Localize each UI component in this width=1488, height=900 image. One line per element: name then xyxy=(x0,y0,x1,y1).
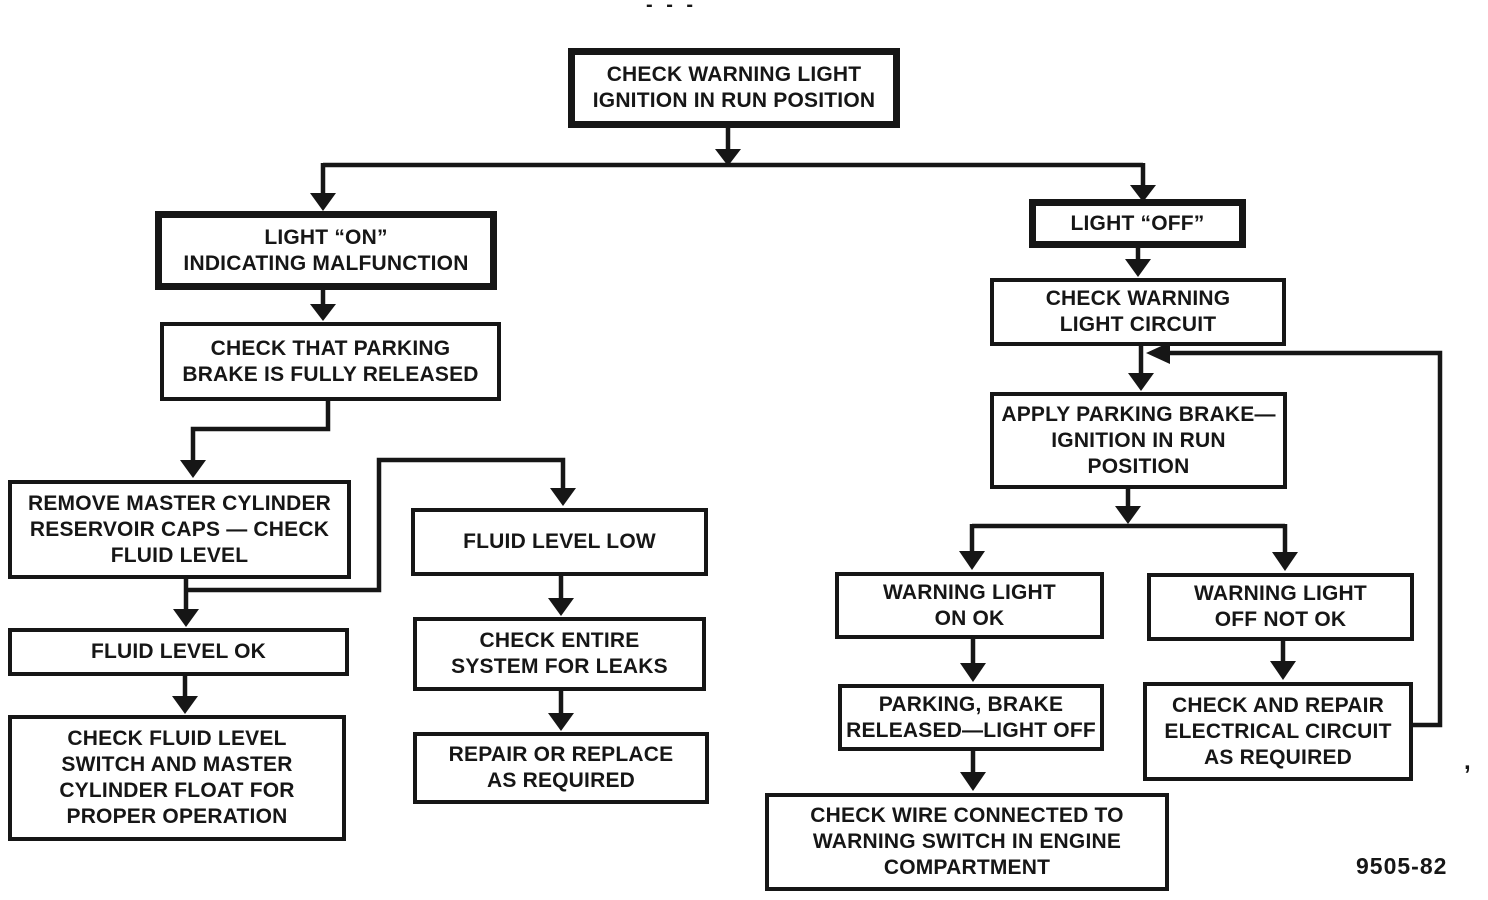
arrowhead-repair-replace xyxy=(548,713,574,731)
node-light-off: LIGHT “OFF” xyxy=(1029,199,1246,248)
node-text-line: WARNING LIGHT xyxy=(883,580,1056,604)
node-text-line: CYLINDER FLOAT FOR xyxy=(59,779,295,802)
arrowhead-apply-brake xyxy=(1128,373,1154,391)
node-text-line: PARKING, BRAKE xyxy=(878,692,1064,716)
node-text-line: IGNITION IN RUN POSITION xyxy=(592,89,876,112)
node-check-parking-brake: CHECK THAT PARKING BRAKE IS FULLY RELEAS… xyxy=(160,322,501,401)
node-text-line: CHECK ENTIRE xyxy=(479,629,640,652)
node-text-line: ELECTRICAL CIRCUIT xyxy=(1164,719,1392,743)
node-text-line: COMPARTMENT xyxy=(883,856,1051,879)
node-text-line: SWITCH AND MASTER xyxy=(61,753,293,776)
scan-artifact-dashes: - - - xyxy=(646,0,698,16)
node-check-repair-electrical: CHECK AND REPAIR ELECTRICAL CIRCUIT AS R… xyxy=(1143,682,1413,781)
node-text-line: PROPER OPERATION xyxy=(66,805,288,828)
arrowhead-warning-off-not-ok xyxy=(1272,552,1298,571)
node-text-line: REPAIR OR REPLACE xyxy=(448,743,674,766)
connector-parking-brake-elbow xyxy=(190,400,331,461)
node-parking-brake-released: PARKING, BRAKE RELEASED—LIGHT OFF xyxy=(838,684,1104,751)
node-check-wire: CHECK WIRE CONNECTED TO WARNING SWITCH I… xyxy=(765,793,1169,891)
node-check-fluid-switch: CHECK FLUID LEVEL SWITCH AND MASTER CYLI… xyxy=(8,715,346,841)
node-text-line: RESERVOIR CAPS — CHECK xyxy=(29,517,330,541)
node-repair-replace: REPAIR OR REPLACE AS REQUIRED xyxy=(413,732,709,804)
arrowhead-light-on xyxy=(310,193,336,211)
node-text-line: WARNING SWITCH IN ENGINE xyxy=(812,830,1122,853)
node-fluid-level-low: FLUID LEVEL LOW xyxy=(411,508,708,576)
node-fluid-level-ok: FLUID LEVEL OK xyxy=(8,628,349,676)
node-text-line: POSITION xyxy=(1087,454,1190,478)
node-text-line: FLUID LEVEL OK xyxy=(90,640,267,663)
node-text-line: OFF NOT OK xyxy=(1214,608,1347,631)
node-light-on: LIGHT “ON” INDICATING MALFUNCTION xyxy=(155,211,497,290)
node-check-warning-circuit: CHECK WARNING LIGHT CIRCUIT xyxy=(990,278,1286,346)
node-text-line: RELEASED—LIGHT OFF xyxy=(846,718,1096,742)
arrowhead-remove-master xyxy=(180,460,206,478)
scan-artifact-comma: , xyxy=(1464,748,1471,775)
node-text-line: FLUID LEVEL xyxy=(110,543,249,567)
arrowhead-check-fluid-switch xyxy=(172,696,198,714)
node-text-line: LIGHT “OFF” xyxy=(1070,211,1205,235)
node-text-line: REMOVE MASTER CYLINDER xyxy=(27,491,332,515)
node-text-line: AS REQUIRED xyxy=(1203,745,1353,769)
arrowhead-fluid-ok xyxy=(173,609,199,627)
node-text-line: CHECK THAT PARKING xyxy=(210,336,451,360)
arrowhead-check-parking xyxy=(310,304,336,321)
node-check-warning-light: CHECK WARNING LIGHT IGNITION IN RUN POSI… xyxy=(568,48,900,128)
node-text-line: LIGHT CIRCUIT xyxy=(1059,313,1217,336)
node-text-line: CHECK WARNING xyxy=(1045,287,1231,310)
arrowhead-check-repair xyxy=(1270,661,1296,680)
node-text-line: CHECK WIRE CONNECTED TO xyxy=(810,804,1124,827)
node-text-line: FLUID LEVEL LOW xyxy=(463,530,656,553)
arrowhead-parking-released xyxy=(960,663,986,682)
node-text-line: CHECK FLUID LEVEL xyxy=(67,727,287,750)
node-warning-off-not-ok: WARNING LIGHT OFF NOT OK xyxy=(1147,573,1414,641)
node-check-system-leaks: CHECK ENTIRE SYSTEM FOR LEAKS xyxy=(413,617,706,691)
node-text-line: WARNING LIGHT xyxy=(1194,582,1367,605)
node-text-line: CHECK WARNING LIGHT xyxy=(606,63,862,86)
node-text-line: SYSTEM FOR LEAKS xyxy=(451,655,668,678)
arrowhead-root xyxy=(715,149,741,166)
node-text-line: CHECK AND REPAIR xyxy=(1171,693,1385,717)
node-apply-parking-brake: APPLY PARKING BRAKE— IGNITION IN RUN POS… xyxy=(990,392,1287,489)
node-text-line: IGNITION IN RUN xyxy=(1051,428,1226,452)
arrowhead-warning-on-ok xyxy=(959,551,985,570)
node-text-line: APPLY PARKING BRAKE— xyxy=(1001,402,1276,426)
arrowhead-fluid-low xyxy=(550,488,576,506)
figure-number: 9505-82 xyxy=(1356,853,1448,879)
node-text-line: LIGHT “ON” xyxy=(264,225,388,249)
node-warning-on-ok: WARNING LIGHT ON OK xyxy=(835,572,1104,639)
arrowhead-apply-split xyxy=(1115,506,1141,524)
arrowhead-check-leaks xyxy=(548,598,574,616)
node-remove-master-cylinder: REMOVE MASTER CYLINDER RESERVOIR CAPS — … xyxy=(8,480,351,579)
node-text-line: AS REQUIRED xyxy=(486,769,636,792)
arrowhead-check-circuit xyxy=(1125,259,1151,277)
node-text-line: BRAKE IS FULLY RELEASED xyxy=(182,362,479,386)
arrowhead-check-wire xyxy=(960,772,986,791)
node-text-line: INDICATING MALFUNCTION xyxy=(183,251,469,275)
node-text-line: ON OK xyxy=(934,606,1005,630)
